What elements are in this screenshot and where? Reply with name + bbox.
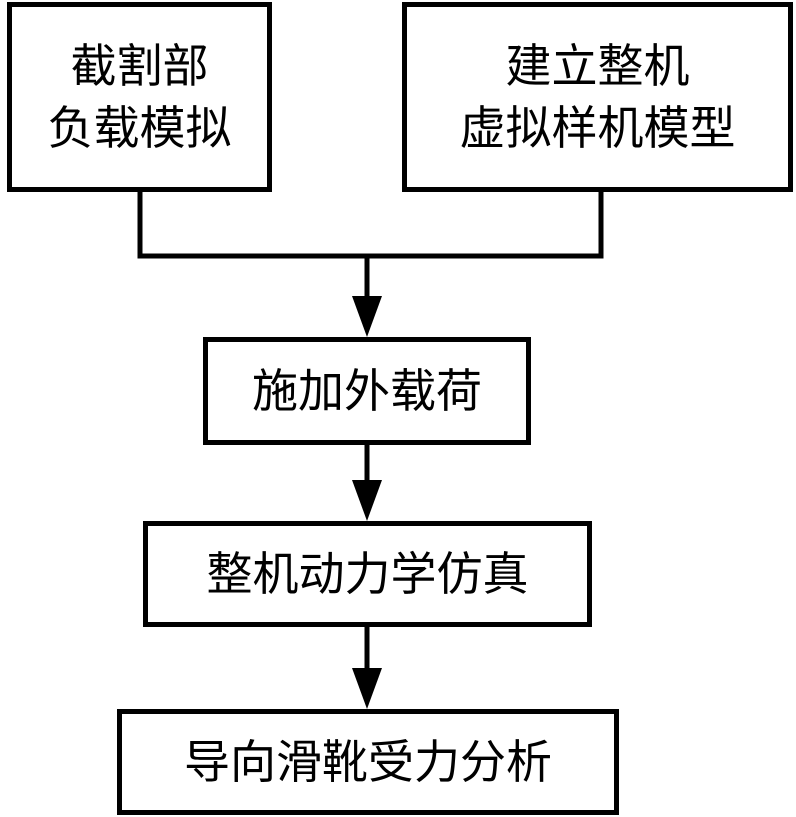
arrowhead-3 (352, 668, 382, 709)
node-guide-shoe-label: 导向滑靴受力分析 (184, 731, 552, 793)
node-cutting-load-simulation: 截割部 负载模拟 (7, 2, 272, 192)
node-apply-external-load: 施加外载荷 (203, 337, 531, 445)
node-virtual-prototype: 建立整机 虚拟样机模型 (402, 2, 793, 192)
node-cutting-load-label: 截割部 负载模拟 (48, 35, 232, 159)
arrowhead-1 (352, 296, 382, 337)
node-cutting-load-line-2: 负载模拟 (47, 101, 232, 155)
arrowhead-2 (352, 480, 382, 521)
node-dynamics-simulation: 整机动力学仿真 (143, 521, 592, 627)
node-apply-load-line-1: 施加外载荷 (252, 364, 482, 418)
merge-connector (137, 192, 604, 259)
node-guide-shoe-analysis: 导向滑靴受力分析 (117, 709, 619, 815)
node-apply-load-label: 施加外载荷 (252, 360, 482, 422)
node-dynamics-sim-line-1: 整机动力学仿真 (206, 547, 529, 601)
node-virtual-prototype-label: 建立整机 虚拟样机模型 (460, 35, 736, 159)
node-dynamics-sim-label: 整机动力学仿真 (207, 543, 529, 605)
node-virtual-prototype-line-1: 建立整机 (505, 39, 690, 93)
node-virtual-prototype-line-2: 虚拟样机模型 (459, 101, 736, 155)
node-guide-shoe-line-1: 导向滑靴受力分析 (184, 735, 552, 789)
node-cutting-load-line-1: 截割部 (70, 39, 209, 93)
